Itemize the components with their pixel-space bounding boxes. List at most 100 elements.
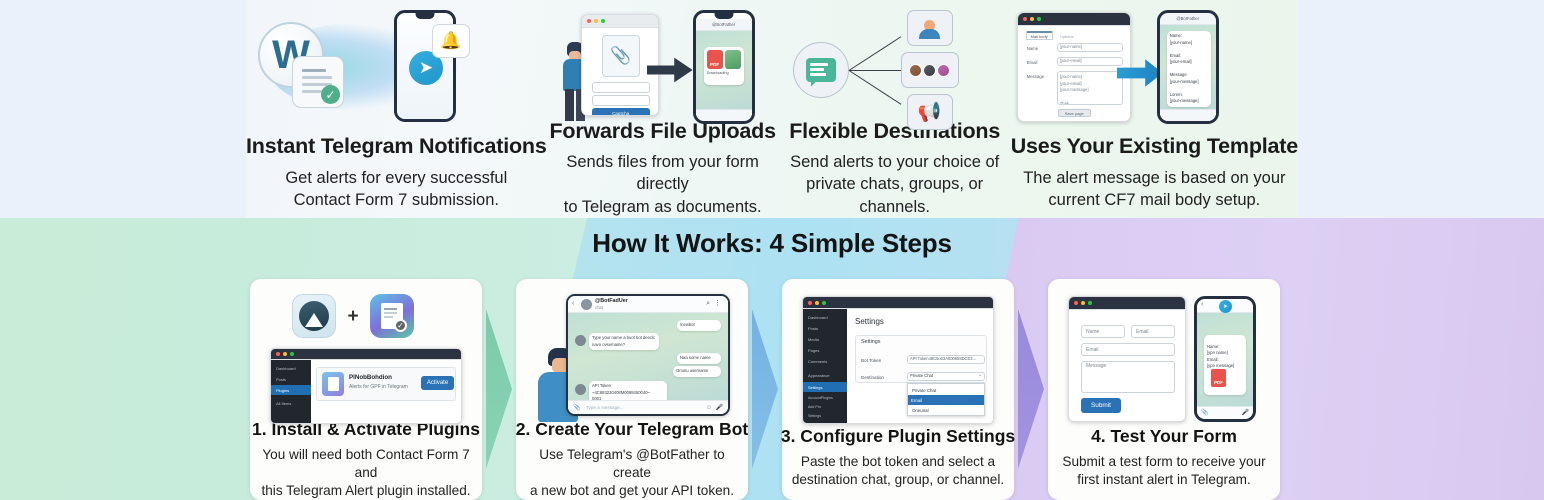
plugin-settings-illustration: Dashboard Posts Media Pages Comments App…: [798, 290, 998, 424]
destination-select[interactable]: Private Chat: [907, 372, 985, 381]
chat-avatar: [581, 299, 592, 310]
pdf-file-icon: PDF: [1211, 369, 1226, 387]
step-connector-arrow-3: [1018, 279, 1044, 500]
form-submit-button[interactable]: Captcha: [591, 108, 650, 115]
step-card-4[interactable]: Name Email Email Message Submit ‹ ➤ Name…: [1048, 279, 1280, 500]
step-card-1[interactable]: + ✓ Dashboard Posts Plugins: [250, 279, 482, 500]
chat-message-text: Naa some name: [680, 355, 711, 360]
chat-message-bubble: Type your name a buot bot deoclc navo ov…: [589, 333, 659, 350]
chat-message-text: Onunu username: [676, 368, 709, 373]
submit-button[interactable]: Submit: [1081, 398, 1121, 413]
person-icon: [906, 10, 953, 46]
sidebar-item-posts[interactable]: Posts: [808, 326, 819, 331]
save-button[interactable]: Save page: [1057, 109, 1091, 117]
features-panel: W ✓ ➤ 🔔 Instant Telegram N: [246, 0, 1298, 218]
sidebar-item-comments[interactable]: Comments: [808, 359, 828, 364]
microphone-icon[interactable]: 🎤: [715, 405, 723, 411]
pdf-file-icon: PDF: [706, 50, 723, 69]
step-desc: Submit a test form to receive your first…: [1062, 454, 1266, 488]
document-check-icon: ✓: [292, 56, 344, 108]
contact-form-7-logo-icon: [292, 294, 336, 338]
form-field-name[interactable]: Name: [1081, 325, 1125, 338]
feature-desc: The alert message is based on your curre…: [1023, 168, 1286, 209]
connector-line: [848, 70, 911, 72]
form-field-email-1[interactable]: Email: [1131, 325, 1175, 338]
download-caption: Downloading: [706, 71, 729, 75]
chat-message-text: API Token ~4C683230408M0098450040~ 0001: [592, 383, 650, 401]
sidebar-item-all-items[interactable]: All Items: [276, 401, 292, 406]
chat-header: @BotFather: [1159, 13, 1216, 25]
microphone-icon[interactable]: 🎤: [1241, 410, 1249, 416]
message-input[interactable]: Type a message...: [586, 405, 624, 410]
field-message[interactable]: [your-name] [your-email] [your-message] …: [1056, 71, 1123, 105]
dropdown-option-oneunal[interactable]: Oneunal: [912, 407, 929, 413]
install-plugins-illustration: + ✓ Dashboard Posts Plugins: [266, 290, 466, 424]
chat-message-bubble: Name: [your-name] Email: [your-email] Me…: [1166, 31, 1211, 107]
field-bot-token[interactable]: API Token48C5o03A000658DCE3...: [907, 355, 985, 364]
sidebar-item-plugins[interactable]: Plugins: [276, 388, 290, 393]
back-icon[interactable]: ‹: [572, 300, 575, 307]
emoji-icon[interactable]: ☺: [705, 405, 712, 411]
field-email[interactable]: [your-email]: [1056, 57, 1123, 66]
wordpress-logo-icon: W: [258, 22, 324, 88]
sidebar-item-appearance[interactable]: Appearance: [808, 373, 830, 378]
page-title: Settings: [855, 317, 884, 326]
dropdown-option-email[interactable]: Email: [908, 395, 984, 405]
search-icon[interactable]: ⌕: [706, 300, 710, 307]
dropdown-option-private-chat[interactable]: Private Chat: [912, 387, 937, 393]
sidebar-item-dashboard[interactable]: Dashboard: [808, 315, 828, 320]
sidebar-item-media[interactable]: Media: [808, 337, 819, 342]
attach-icon[interactable]: 📎: [1201, 410, 1209, 416]
step-connector-arrow-2: [752, 279, 778, 500]
step-title: 3. Configure Plugin Settings: [780, 426, 1016, 446]
attach-icon[interactable]: 📎: [573, 405, 581, 411]
chat-title: @BotFadUer: [595, 298, 628, 304]
chat-bubble-source-icon: [792, 42, 849, 98]
connector-line: [848, 36, 901, 72]
browser-form-window: Name Email Email Message Submit: [1068, 296, 1186, 422]
megaphone-icon: 📢: [906, 94, 953, 130]
wp-settings-window: Dashboard Posts Media Pages Comments App…: [802, 296, 994, 424]
chevron-down-icon[interactable]: ⌄: [978, 372, 983, 378]
destinations-fanout-illustration: 📢: [779, 4, 1011, 130]
step-card-3[interactable]: Dashboard Posts Media Pages Comments App…: [780, 279, 1016, 500]
sidebar-item-add-pro[interactable]: Add Pro: [808, 405, 821, 409]
chat-message-text: Name: [ypn name] Email: [ypn message]: [1207, 343, 1235, 369]
chat-message-bubble: API Token ~4C683230408M0098450040~ 0001: [589, 381, 667, 405]
tab-mail-body[interactable]: Mail body: [1025, 31, 1053, 40]
chat-message-text: /newbot: [680, 322, 695, 327]
form-field-email-2[interactable]: Email: [1081, 343, 1175, 356]
chat-message-bubble: Onunu username: [673, 366, 721, 377]
sidebar-item-settings[interactable]: Settings: [808, 385, 823, 390]
field-label-bot-token: Bot Token: [861, 358, 882, 363]
sidebar-item-dashboard[interactable]: Dashboard: [276, 366, 296, 371]
form-field-message[interactable]: Message: [1081, 361, 1175, 393]
kebab-menu-icon[interactable]: ⋮: [714, 300, 721, 307]
connector-line: [848, 70, 901, 105]
chat-header: @BotFather: [695, 19, 752, 31]
phone-mockup: @BotFather Name: [your-name] Email: [you…: [1156, 10, 1219, 124]
panel-title: Settings: [861, 339, 881, 345]
field-name[interactable]: [your-name]: [1056, 43, 1123, 52]
sidebar-item-settings-sub[interactable]: Settings: [808, 414, 821, 418]
telegram-icon: ➤: [1219, 300, 1232, 313]
phone-mockup: @BotFather PDF Downloading: [692, 10, 755, 124]
notification-bell-icon: 🔔: [432, 24, 470, 58]
steps-row: + ✓ Dashboard Posts Plugins: [246, 279, 1298, 500]
step-desc: Paste the bot token and select a destina…: [791, 454, 1005, 488]
feature-card-1: W ✓ ➤ 🔔 Instant Telegram N: [246, 0, 547, 218]
feature-title: Flexible Destinations: [789, 118, 1001, 143]
back-icon[interactable]: ‹: [1201, 301, 1204, 308]
wp-plugins-window: Dashboard Posts Plugins All Items PlNobB…: [270, 348, 462, 424]
telegram-chat-window: ‹ @BotFadUer chat ⌕ ⋮ /newbot Type your …: [566, 294, 730, 416]
step-card-2[interactable]: ‹ @BotFadUer chat ⌕ ⋮ /newbot Type your …: [516, 279, 748, 500]
sidebar-item-pages[interactable]: Pages: [808, 348, 820, 353]
field-label-name: Name: [1026, 46, 1039, 51]
sidebar-item-posts[interactable]: Posts: [276, 377, 287, 382]
activate-button[interactable]: Activate: [421, 376, 454, 390]
step-connector-arrow-1: [486, 279, 512, 500]
tab-options[interactable]: Options: [1059, 33, 1074, 39]
test-form-illustration: Name Email Email Message Submit ‹ ➤ Name…: [1064, 290, 1264, 424]
sidebar-item-account-plugins[interactable]: AccountPlugins: [808, 396, 833, 400]
